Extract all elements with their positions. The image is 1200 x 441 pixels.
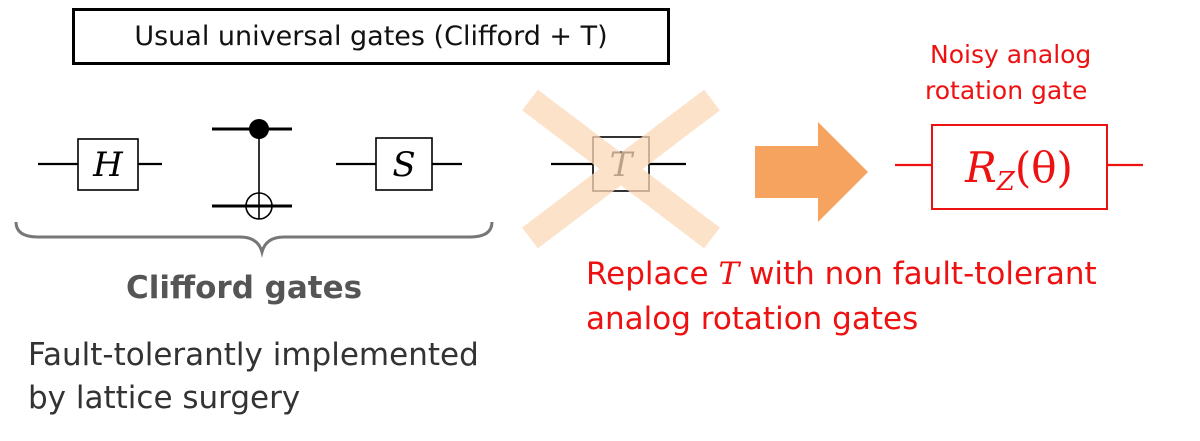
rz-gate: RZ(θ) [895, 124, 1143, 210]
noisy-label-line1: Noisy analog [930, 40, 1092, 69]
curly-brace-icon [14, 221, 494, 258]
clifford-heading: Clifford gates [126, 270, 363, 306]
replace-suffix: with non fault-tolerant [739, 256, 1097, 292]
replace-line1: Replace T with non fault-tolerant [586, 256, 1097, 292]
rz-gate-label: RZ(θ) [964, 143, 1073, 197]
s-gate: S [336, 137, 462, 191]
control-dot [249, 119, 269, 139]
clifford-desc-line2: by lattice surgery [28, 380, 301, 416]
clifford-desc-line1: Fault-tolerantly implemented [28, 337, 479, 373]
s-gate-label: S [392, 145, 415, 185]
title-box: Usual universal gates (Clifford + T) [72, 8, 670, 65]
h-gate: H [38, 138, 162, 191]
h-gate-label: H [92, 145, 124, 185]
cnot-gate [212, 119, 292, 220]
cross-out-icon [522, 89, 720, 249]
replace-symbol: T [718, 256, 740, 292]
replace-line2: analog rotation gates [586, 301, 919, 337]
replace-prefix: Replace [586, 256, 719, 292]
rz-arg: (θ) [1015, 143, 1073, 192]
rz-sub: Z [996, 167, 1016, 197]
rz-main: R [964, 143, 997, 192]
right-arrow-icon [755, 122, 868, 222]
title-text: Usual universal gates (Clifford + T) [134, 21, 608, 52]
noisy-label-line2: rotation gate [925, 76, 1088, 105]
